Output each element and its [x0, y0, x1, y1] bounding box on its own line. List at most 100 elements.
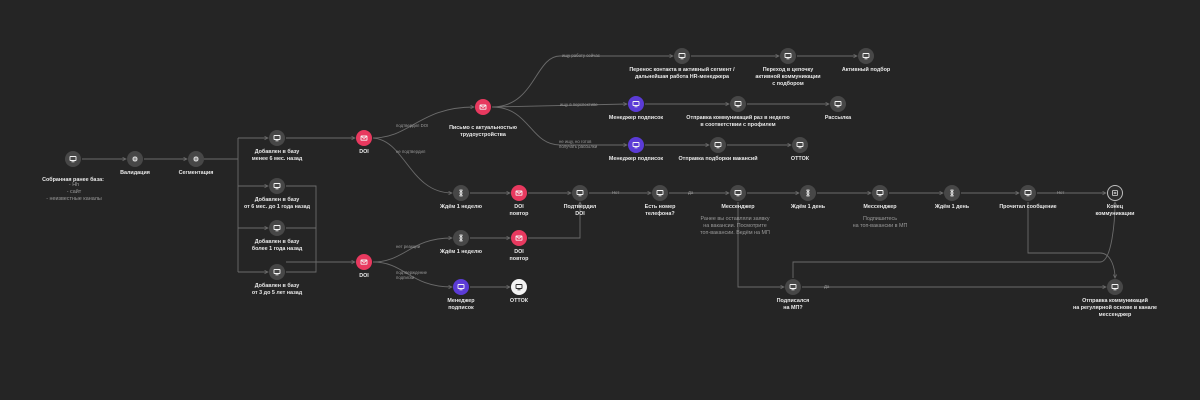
screen-icon	[714, 141, 722, 149]
node-label-msg1: Мессенджер	[721, 204, 755, 210]
node-label-vac: Отправка подборки вакансий	[678, 156, 758, 162]
node-label-doirep2: DOI повтор	[509, 249, 529, 262]
node-label-day1a: Ждём 1 день	[790, 204, 826, 210]
node-vac	[710, 137, 726, 153]
node-ottok1	[792, 137, 808, 153]
node-add6	[269, 130, 285, 146]
node-label-wait2: Ждём 1 неделю	[440, 249, 482, 255]
screen-icon	[632, 100, 640, 108]
edge-label-no-phone: Нет	[612, 190, 620, 195]
hourglass-icon	[948, 189, 956, 197]
screen-icon	[1111, 283, 1119, 291]
hourglass-icon	[457, 189, 465, 197]
node-doi1	[356, 130, 372, 146]
edge-16	[491, 104, 627, 108]
screen-icon	[834, 100, 842, 108]
node-wait1	[453, 185, 469, 201]
hourglass-icon	[804, 189, 812, 197]
screen-icon	[457, 283, 465, 291]
edge-label-not-search: не ищу, но готов получать рассылки	[559, 139, 598, 149]
node-label-read: Прочитал сообщение	[999, 204, 1057, 210]
screen-icon	[576, 189, 584, 197]
node-add1	[269, 220, 285, 236]
node-label-transfer: Перенос контакта в активный сегмент / да…	[629, 67, 735, 80]
edge-17	[491, 106, 627, 145]
screen-icon	[515, 283, 523, 291]
screen-icon	[273, 268, 281, 276]
node-regular	[1107, 279, 1123, 295]
edge-label-confirmed1: подтвердил DOI	[396, 123, 429, 128]
node-active	[858, 48, 874, 64]
node-sub	[785, 279, 801, 295]
node-mgr2	[628, 137, 644, 153]
screen-icon	[876, 189, 884, 197]
edge-13	[372, 107, 474, 139]
edge-36	[528, 202, 580, 239]
mail-icon	[360, 134, 368, 142]
node-chain	[780, 48, 796, 64]
node-label-doi2: DOI	[359, 273, 369, 279]
node-label-weekly: Отправка коммуникаций раз в неделю в соо…	[686, 115, 790, 128]
node-label-mgr1: Менеджер подписок	[608, 115, 664, 121]
node-day1b	[944, 185, 960, 201]
node-label-ottok1: ОТТОК	[790, 156, 810, 162]
node-doirep1	[511, 185, 527, 201]
edge-40	[792, 202, 1115, 278]
edge-label-notconf1: не подтвердил	[396, 149, 426, 154]
screen-icon	[656, 189, 664, 197]
node-label-letter: Письмо с актуальностью трудоустройства	[449, 125, 517, 138]
node-label-confirm: Подтвердил DOI	[563, 204, 597, 217]
node-label-wait1: Ждём 1 неделю	[440, 204, 482, 210]
edge-41	[1027, 202, 1115, 278]
mail-icon	[479, 103, 487, 111]
screen-icon	[862, 52, 870, 60]
screen-icon	[273, 182, 281, 190]
edge-label-not-react: нет реакции	[396, 244, 421, 249]
node-ottok2	[511, 279, 527, 295]
node-msg2	[872, 185, 888, 201]
node-valid	[127, 151, 143, 167]
node-label-msg1-sub: Ранее вы оставляли заявку на вакансии. П…	[700, 216, 770, 236]
screen-icon	[1024, 189, 1032, 197]
node-read	[1020, 185, 1036, 201]
edge-11	[286, 262, 317, 273]
screen-icon	[796, 141, 804, 149]
node-wait2	[453, 230, 469, 246]
node-label-phone: Есть номер телефона?	[644, 204, 676, 217]
screen-icon	[784, 52, 792, 60]
screen-icon	[678, 52, 686, 60]
node-label-regular: Отправка коммуникаций на регулярной осно…	[1072, 298, 1158, 318]
node-segm	[188, 151, 204, 167]
node-day1a	[800, 185, 816, 201]
node-add61	[269, 178, 285, 194]
gear-icon	[192, 155, 200, 163]
node-add35	[269, 264, 285, 280]
node-label-msg2: Мессенджер	[863, 204, 897, 210]
node-mgr3	[453, 279, 469, 295]
node-label-segm: Сегментация	[178, 170, 214, 176]
edge-34	[372, 261, 452, 287]
node-label-add61: Добавлен в базу от 6 мес. до 1 года наза…	[243, 197, 311, 210]
node-mailing	[830, 96, 846, 112]
node-mgr1	[628, 96, 644, 112]
screen-icon	[734, 189, 742, 197]
node-end	[1107, 185, 1123, 201]
gear-icon	[131, 155, 139, 163]
node-label-valid: Валидация	[120, 170, 150, 176]
mail-icon	[515, 234, 523, 242]
screen-icon	[69, 155, 77, 163]
node-phone	[652, 185, 668, 201]
node-label-chain: Переход в цепочку активной коммуникации …	[755, 67, 821, 87]
edge-33	[372, 238, 452, 263]
node-label-mailing: Рассылка	[824, 115, 852, 121]
edge-label-yes-phone: Да	[688, 190, 694, 195]
node-label-base: Собранная ранее база:	[42, 177, 104, 183]
screen-icon	[273, 224, 281, 232]
node-label-mgr2: Менеджер подписок	[608, 156, 664, 162]
node-label-add35: Добавлен в базу от 3 до 5 лет назад	[251, 283, 303, 296]
screen-icon	[789, 283, 797, 291]
edge-14	[372, 137, 452, 193]
node-msg1	[730, 185, 746, 201]
node-label-add6: Добавлен в базу менее 6 мес. назад	[251, 149, 303, 162]
